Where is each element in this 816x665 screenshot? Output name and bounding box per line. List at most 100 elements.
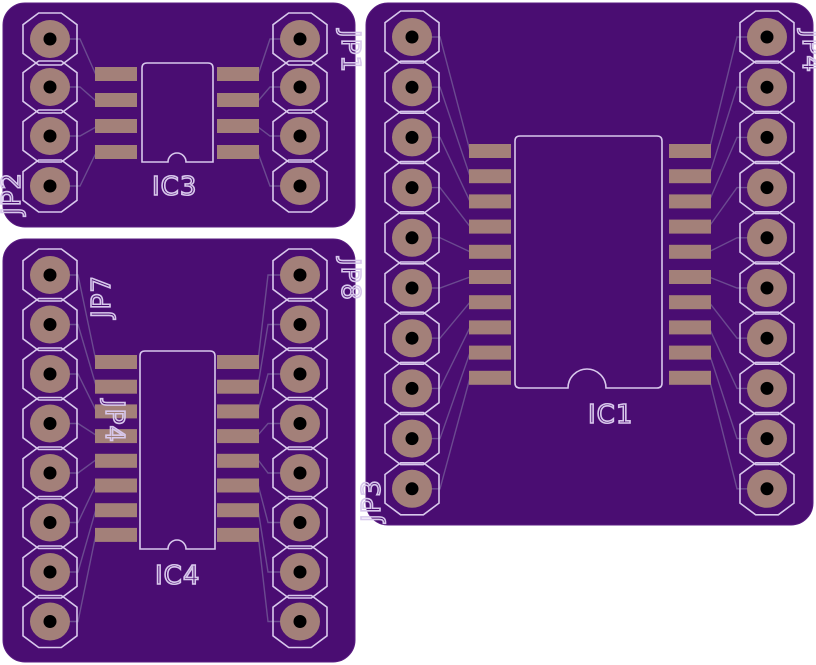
header-label-left: JP3 [357,479,387,524]
smd-pad [469,194,511,209]
drill-hole [760,130,774,144]
drill-hole [43,268,57,282]
smd-pad [217,379,259,394]
smd-pad [217,527,259,542]
drill-hole [43,516,57,529]
smd-pad [95,478,137,493]
drill-hole [293,318,307,331]
drill-hole [760,381,774,395]
smd-pad [217,429,259,444]
drill-hole [293,516,307,529]
header-pin-outline [22,159,78,213]
ic-body [139,350,216,550]
smd-pad [669,295,711,310]
smd-pad [95,527,137,542]
drill-hole [405,331,419,345]
silk-label-extra: JP4 [99,398,129,443]
smd-pad [669,219,711,234]
smd-pad [669,345,711,360]
drill-hole [405,30,419,44]
header-pin-outline [384,361,440,416]
header-pin-outline [22,60,78,114]
header-pin-outline [22,12,78,66]
drill-hole [405,432,419,446]
smd-pad [95,404,137,419]
ic-label: IC1 [588,400,633,430]
header-pin-outline [272,60,328,114]
drill-hole [760,281,774,295]
drill-hole [293,32,307,46]
drill-hole [293,615,307,628]
smd-pad [669,270,711,284]
smd-pad [95,453,137,468]
header-pin-outline [384,261,440,315]
drill-hole [43,565,57,579]
smd-pad [217,67,259,81]
header-pin-outline [739,211,795,265]
drill-hole [293,565,307,579]
header-pin-outline [22,495,78,550]
header-pin-outline [22,396,78,451]
drill-hole [405,80,419,94]
drill-hole [43,466,57,480]
smd-pad [217,93,259,107]
header-pin-outline [22,297,78,352]
smd-pad [95,67,137,81]
smd-pad [669,169,711,184]
smd-pad [95,503,137,518]
header-pin-outline [739,60,795,114]
drill-hole [760,30,774,44]
header-pin-outline [272,12,328,66]
smd-pad [669,194,711,209]
header-pin-outline [22,248,78,302]
smd-pad [469,244,511,259]
drill-hole [43,80,57,94]
header-pin-outline [384,461,440,516]
drill-hole [405,181,419,195]
drill-hole [43,179,57,193]
header-pin-outline [739,311,795,366]
smd-pad [217,119,259,133]
smd-pad [469,320,511,335]
header-pin-outline [272,545,328,599]
header-label-right: JP8 [335,256,365,301]
header-pin-outline [739,411,795,466]
header-pin-outline [22,594,78,649]
header-pin-outline [384,110,440,165]
drill-hole [43,615,57,628]
header-pin-outline [739,160,795,215]
smd-pad [95,379,137,394]
smd-pad [469,295,511,310]
drill-hole [760,231,774,245]
drill-hole [43,417,57,430]
drill-hole [293,80,307,94]
header-label-right: JP4 [796,28,816,73]
ic-body [514,135,663,389]
drill-hole [293,466,307,480]
header-pin-outline [272,159,328,213]
drill-hole [760,331,774,345]
header-pin-outline [384,10,440,64]
header-pin-outline [739,110,795,165]
header-pin-outline [384,411,440,466]
smd-pad [669,144,711,158]
drill-hole [760,482,774,496]
header-pin-outline [272,347,328,401]
smd-pad [95,145,137,159]
header-pin-outline [739,361,795,416]
smd-pad [95,355,137,369]
board-outline [2,2,356,228]
board-outline [365,2,814,526]
smd-pad [217,478,259,493]
drill-hole [405,281,419,295]
drill-hole [405,482,419,496]
drill-hole [293,179,307,193]
header-pin-outline [22,545,78,599]
drill-hole [293,367,307,381]
drill-hole [405,130,419,144]
drill-hole [43,367,57,381]
drill-hole [405,231,419,245]
